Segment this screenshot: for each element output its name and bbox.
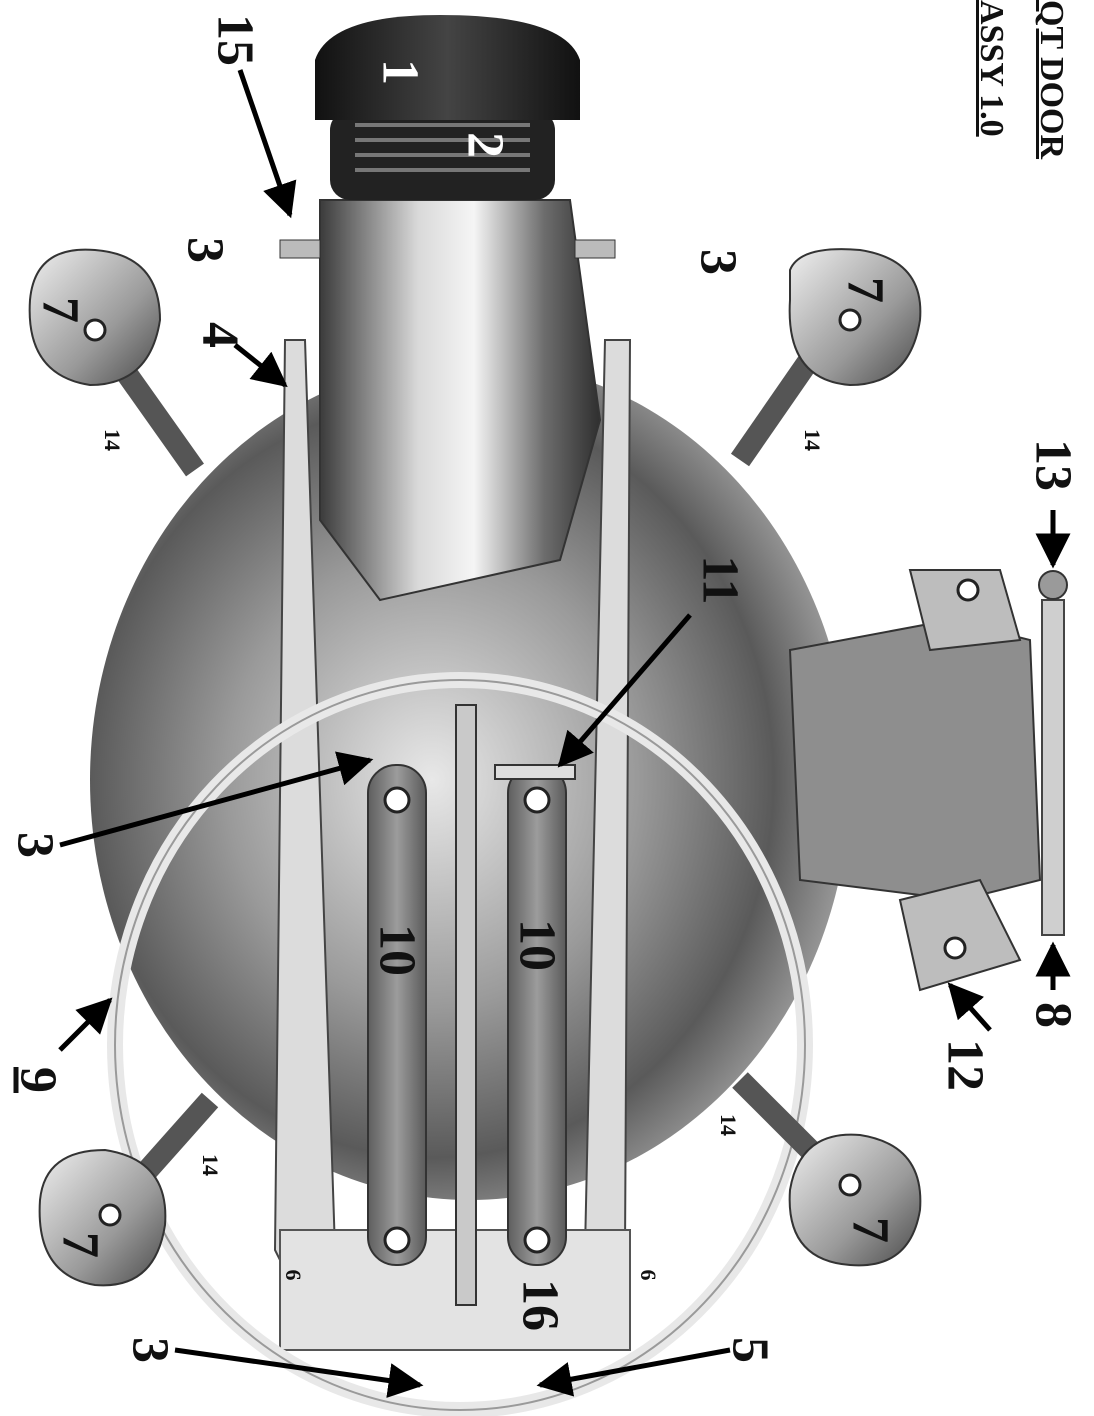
acorn-nut [1039, 571, 1067, 599]
cross-pin [495, 765, 575, 779]
callout-14-bottom-right: 14 [715, 1114, 741, 1136]
valve-body [280, 15, 615, 600]
callout-11: 11 [691, 555, 750, 604]
callout-2: 2 [456, 132, 515, 158]
callout-1: 1 [371, 59, 430, 85]
callout-6-right: 6 [635, 1270, 661, 1281]
callout-8: 8 [1024, 1002, 1083, 1028]
handle-cap [315, 15, 580, 120]
title-line-1: QT DOOR [1032, 0, 1070, 159]
leader-15 [240, 70, 290, 215]
callout-14-bottom-left: 14 [197, 1154, 223, 1176]
hinge-pin [1042, 600, 1064, 935]
callout-12: 12 [936, 1039, 995, 1091]
hinge-bracket [790, 570, 1067, 990]
callout-5: 5 [721, 1337, 780, 1363]
callout-10-left: 10 [368, 924, 427, 976]
callout-14-top-right: 14 [799, 429, 825, 451]
callout-7-top-left: 7 [31, 297, 90, 323]
callout-7-top-right: 7 [836, 277, 895, 303]
callout-4: 4 [191, 322, 250, 348]
latch-bar-left [368, 765, 426, 1265]
callout-13: 13 [1024, 439, 1083, 491]
callout-3-top-left: 3 [176, 237, 235, 263]
callout-3-middle: 3 [6, 832, 65, 858]
center-rod [456, 705, 476, 1305]
callout-15: 15 [206, 14, 265, 66]
leader-3-bottom [175, 1350, 420, 1385]
leader-4 [235, 345, 285, 385]
callout-7-bottom-left: 7 [51, 1232, 110, 1258]
title-line-2: ASSY 1.0 [972, 0, 1010, 137]
leader-12 [950, 985, 990, 1030]
callout-6-left: 6 [280, 1270, 306, 1281]
latch-bar-right [508, 765, 566, 1265]
callout-7-bottom-right: 7 [841, 1217, 900, 1243]
callout-16: 16 [511, 1279, 570, 1331]
callout-14-top-left: 14 [99, 429, 125, 451]
leader-9 [60, 1000, 110, 1050]
callout-3-top-right: 3 [689, 249, 748, 275]
callout-10-right: 10 [508, 919, 567, 971]
callout-3-bottom: 3 [121, 1337, 180, 1363]
callout-9: 9 [9, 1067, 68, 1093]
